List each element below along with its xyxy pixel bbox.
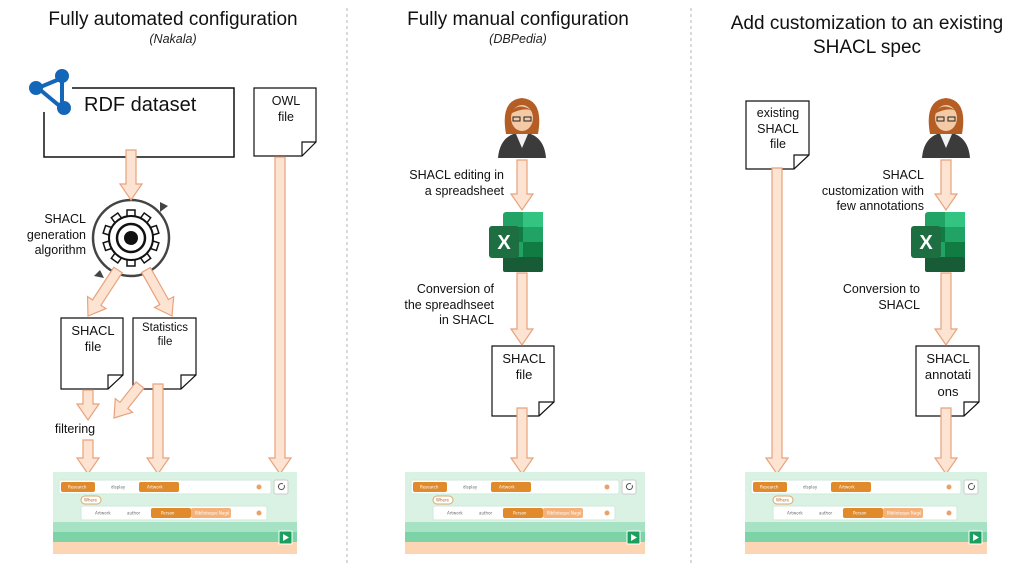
svg-text:display: display (463, 485, 478, 490)
svg-text:Artwork: Artwork (447, 511, 463, 516)
svg-text:Where: Where (776, 498, 790, 503)
svg-text:author: author (479, 511, 493, 516)
svg-text:Artwork: Artwork (499, 485, 515, 490)
arrow-filtering-to-ui (75, 439, 101, 476)
arrow-person-to-excel (509, 159, 535, 212)
svg-text:Research: Research (68, 485, 87, 490)
filtering-label: filtering (54, 422, 96, 436)
svg-text:Where: Where (436, 498, 450, 503)
svg-text:Artwork: Artwork (839, 485, 855, 490)
column-subtitle-dbpedia: (DBPedia) (489, 32, 547, 46)
arrow-excel-to-shacl (509, 272, 535, 347)
shacl-file-label: SHACL file (71, 323, 115, 355)
svg-text:Biblioteque Nagé: Biblioteque Nagé (547, 511, 582, 516)
shacl-annotations-label: SHACL annotati ons (924, 351, 972, 399)
excel-letter: X (919, 232, 933, 254)
arrow-algorithm-to-shacl (86, 266, 124, 317)
shacl-file-manual-label: SHACL file (502, 351, 546, 383)
arrow-dataset-to-algorithm (118, 149, 144, 202)
rdf-dataset-box (43, 87, 235, 158)
svg-text:Biblioteque Nagé: Biblioteque Nagé (887, 511, 922, 516)
play-icon[interactable] (283, 534, 289, 541)
rdf-dataset-label: RDF dataset (84, 94, 197, 116)
svg-text:Artwork: Artwork (95, 511, 111, 516)
arrow-person-to-excel-3 (933, 159, 959, 212)
svg-text:display: display (111, 485, 126, 490)
arrow-annotations-to-ui (933, 407, 959, 476)
svg-text:Where: Where (84, 498, 98, 503)
svg-text:Biblioteque Nagé: Biblioteque Nagé (195, 511, 230, 516)
svg-text:Person: Person (513, 511, 527, 516)
shacl-file-doc (60, 317, 124, 390)
arrow-shacl-to-filtering (75, 389, 101, 422)
excel-letter: X (497, 232, 511, 254)
column-title-manual: Fully manual configuration (407, 9, 629, 30)
arrow-existing-to-ui (764, 167, 790, 476)
svg-text:author: author (127, 511, 141, 516)
arrow-owl-to-ui (267, 156, 293, 476)
conversion-spreadsheet-label: Conversion of the spreadhseet in SHACL (404, 282, 494, 328)
conversion-to-shacl-label: Conversion to SHACL (842, 282, 920, 312)
play-icon[interactable] (631, 534, 637, 541)
flow-arrows (75, 149, 959, 476)
shacl-file-doc-manual (491, 345, 555, 417)
svg-text:Artwork: Artwork (787, 511, 803, 516)
customization-annotations-label: SHACL customization with few annotations (821, 168, 924, 214)
play-icon[interactable] (973, 534, 979, 541)
svg-text:Person: Person (853, 511, 867, 516)
arrow-shacl-to-ui-manual (509, 407, 535, 476)
statistics-file-doc (132, 317, 197, 390)
arrow-algorithm-to-statistics (140, 266, 175, 317)
network-graph-icon (29, 69, 71, 115)
statistics-file-label: Statistics file (141, 322, 188, 349)
column-subtitle-nakala: (Nakala) (149, 32, 197, 46)
owl-file-doc (253, 87, 317, 157)
shacl-generation-algorithm-label: SHACL generation algorithm (26, 212, 86, 258)
person-icon-2 (922, 98, 970, 158)
existing-shacl-file-doc (745, 100, 810, 170)
shacl-annotations-doc (915, 345, 980, 417)
svg-text:Artwork: Artwork (147, 485, 163, 490)
excel-icon: X (489, 212, 543, 272)
svg-text:Person: Person (161, 511, 175, 516)
arrow-statistics-to-filtering (113, 381, 145, 419)
svg-text:Research: Research (420, 485, 439, 490)
arrow-excel-to-annotations (933, 272, 959, 347)
excel-icon-2: X (911, 212, 965, 272)
column-title-automated: Fully automated configuration (48, 9, 298, 30)
person-icon (498, 98, 546, 158)
svg-text:Research: Research (760, 485, 779, 490)
column-title-customization: Add customization to an existing SHACL s… (730, 13, 1004, 58)
arrow-statistics-to-ui (145, 383, 171, 476)
owl-file-label: OWL file (271, 94, 301, 124)
gear-icon (91, 198, 171, 278)
existing-shacl-file-label: existing SHACL file (756, 106, 800, 152)
svg-text:display: display (803, 485, 818, 490)
shacl-editing-label: SHACL editing in a spreadsheet (409, 168, 504, 198)
svg-text:author: author (819, 511, 833, 516)
